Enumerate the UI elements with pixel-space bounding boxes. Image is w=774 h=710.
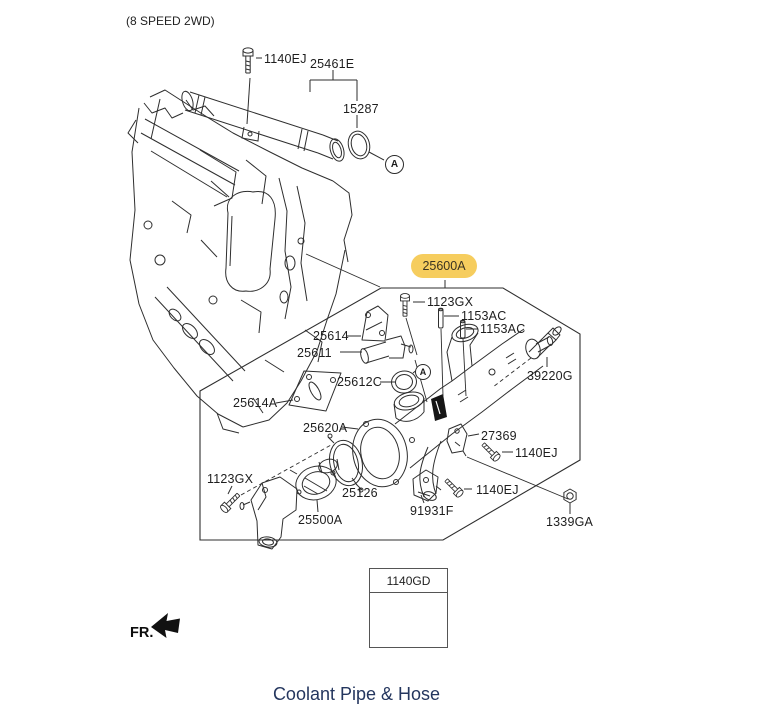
bolt-icon <box>370 593 447 647</box>
callout-1123gx-top: 1123GX <box>427 295 474 309</box>
coolant-pipe-assembly-art <box>239 305 577 550</box>
callout-1140ej-top: 1140EJ <box>264 52 307 66</box>
callout-1140ej-low: 1140EJ <box>476 483 519 497</box>
callout-25612c: 25612C <box>337 375 382 389</box>
callout-25461e: 25461E <box>310 57 355 71</box>
upper-coolant-pipe-art <box>181 77 371 162</box>
callout-25611: 25611 <box>297 346 332 360</box>
bolt-1140ej-low-icon <box>442 476 465 499</box>
callout-39220g: 39220G <box>527 369 573 383</box>
highlighted-part-callout-25600a[interactable]: 25600A <box>411 254 477 278</box>
callout-1153ac-2: 1153AC <box>480 322 526 336</box>
engine-block-art <box>127 89 353 434</box>
view-marker-a-lower: A <box>415 364 431 380</box>
fr-direction-arrow-icon <box>151 613 180 638</box>
page-title: Coolant Pipe & Hose <box>272 684 441 704</box>
callout-1123gx-low: 1123GX <box>207 472 254 486</box>
bolt-1140ej-mid-icon <box>479 440 502 463</box>
callout-91931f: 91931F <box>410 504 454 518</box>
bolt-1140ej-top-icon <box>242 47 254 74</box>
bolt-1123gx-bottom-icon <box>218 490 243 515</box>
callout-15287: 15287 <box>343 102 379 116</box>
callout-25614: 25614 <box>313 329 349 343</box>
callout-1339ga: 1339GA <box>546 515 594 529</box>
callout-1153ac-1: 1153AC <box>461 309 507 323</box>
reference-part-code: 1140GD <box>370 569 447 593</box>
callout-25500a: 25500A <box>298 513 343 527</box>
callout-25620a: 25620A <box>303 421 348 435</box>
callout-1140ej-mid: 1140EJ <box>515 446 558 460</box>
callout-25126: 25126 <box>342 486 378 500</box>
view-marker-a-upper: A <box>385 155 404 174</box>
variant-note: (8 SPEED 2WD) <box>126 14 215 28</box>
fr-direction-label: FR. <box>130 625 154 641</box>
callout-25614a: 25614A <box>233 396 278 410</box>
bolt-1123gx-top-icon <box>400 293 410 317</box>
assembly-group-box <box>199 287 581 541</box>
callout-27369: 27369 <box>481 429 517 443</box>
reference-part-box: 1140GD <box>369 568 448 648</box>
